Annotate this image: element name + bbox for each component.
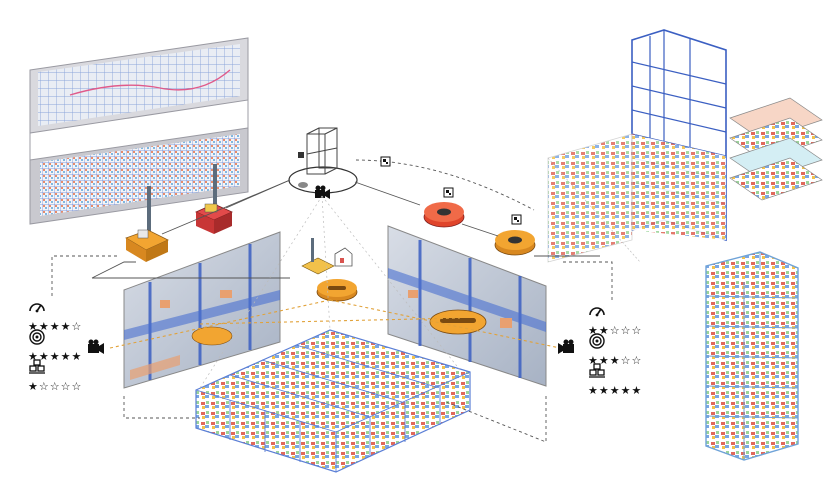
warehouse-floor-planes [29, 37, 249, 225]
target-icon [28, 328, 46, 350]
video-camera-icon [315, 185, 330, 199]
object-asset-grid [547, 133, 641, 263]
left-simulation-render [123, 231, 281, 389]
tall-rack-structure [631, 29, 727, 242]
star-rating: ★★★☆☆ [588, 354, 643, 367]
qr-code-icon [443, 187, 454, 198]
view-cone-lines [199, 195, 461, 389]
right-rating-row: ★★☆☆☆ [588, 302, 642, 337]
qr-code-icon [511, 214, 522, 225]
left-rating-row: ★☆☆☆☆ [28, 358, 82, 393]
central-arm-robot [301, 238, 358, 302]
star-rating: ★★☆☆☆ [588, 324, 643, 337]
left-ratings-panel: ★★★★☆ ★★★★★ ★☆☆☆☆ [28, 298, 82, 393]
star-rating: ★★★★☆ [28, 320, 83, 333]
video-camera-icon [88, 339, 104, 354]
orange-mobile-robot [494, 230, 536, 256]
qr-code-icon [380, 156, 391, 167]
right-ratings-panel: ★★☆☆☆ ★★★☆☆ ★★★★★ [588, 302, 642, 397]
left-rating-row: ★★★★★ [28, 328, 82, 363]
star-rating: ★☆☆☆☆ [28, 380, 83, 393]
left-rating-row: ★★★★☆ [28, 298, 82, 333]
connector-lines [51, 159, 613, 443]
speedometer-icon [28, 298, 46, 320]
right-rating-row: ★★★☆☆ [588, 332, 642, 367]
right-rating-row: ★★★★★ [588, 362, 642, 397]
warehouse-rack-array [195, 329, 471, 473]
right-simulation-render [387, 225, 547, 387]
target-icon [588, 332, 606, 354]
star-rating: ★★★★★ [588, 384, 643, 397]
stacked-floor-layers [729, 97, 823, 201]
tall-storage-tower [705, 251, 799, 461]
stacked-boxes-icon [28, 358, 46, 380]
red-mobile-robot [423, 202, 465, 228]
speedometer-icon [588, 302, 606, 324]
video-camera-icon [558, 339, 574, 354]
mobile-manipulator-robot [125, 186, 169, 262]
stacked-boxes-icon [588, 362, 606, 384]
star-rating: ★★★★★ [28, 350, 83, 363]
robot-path-lines [109, 299, 561, 349]
rack-frame-on-platform [288, 127, 358, 194]
